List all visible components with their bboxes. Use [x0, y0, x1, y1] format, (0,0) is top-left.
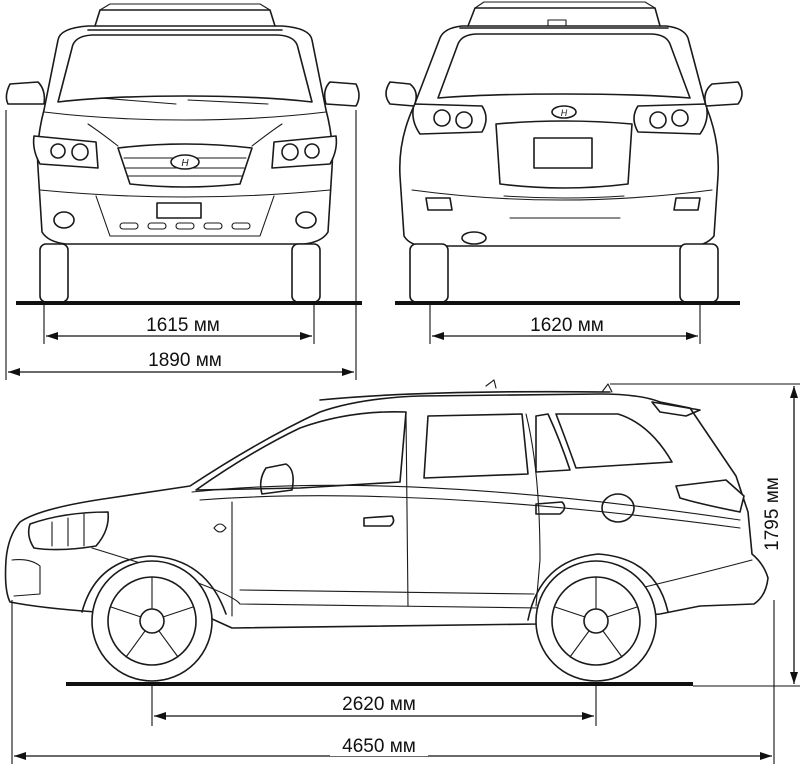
rear-view: H [385, 1, 743, 305]
overall-width-label: 1890 мм [148, 350, 222, 371]
rear-track-label: 1620 мм [530, 315, 604, 336]
height-label: 1795 мм [762, 477, 783, 551]
overall-length-label: 4650 мм [342, 736, 416, 757]
wheelbase-label: 2620 мм [342, 694, 416, 715]
side-view [4, 379, 769, 686]
svg-text:H: H [561, 108, 568, 118]
svg-text:H: H [181, 158, 189, 169]
dimension-lines: 1615 мм 1890 мм 1620 мм 1795 мм 2620 мм … [5, 110, 800, 764]
front-track-label: 1615 мм [146, 315, 220, 336]
front-view: H [5, 3, 362, 305]
